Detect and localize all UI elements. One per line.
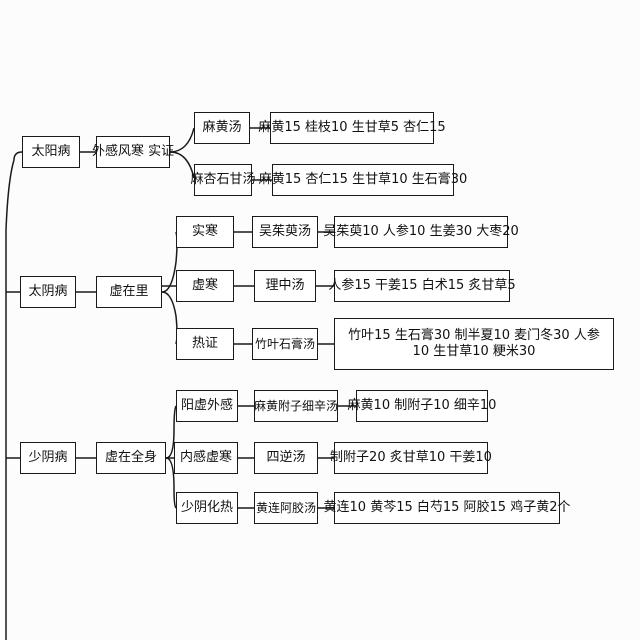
formula-box-wuzhuyu: 吴茱萸汤 <box>252 216 318 248</box>
taiyin-branch-1 <box>161 231 178 293</box>
pattern-box-rezheng: 热证 <box>176 328 234 360</box>
formula-box-lizhong: 理中汤 <box>254 270 316 302</box>
disease-box-shaoyin: 少阴病 <box>20 442 76 474</box>
trunk-line <box>5 159 15 640</box>
herbs-box-zhuyeshigao: 竹叶15 生石膏30 制半夏10 麦门冬30 人参10 生甘草10 粳米30 <box>334 318 614 370</box>
herbs-box-sini: 制附子20 炙甘草10 干姜10 <box>330 442 492 474</box>
shaoyin-branch-1 <box>165 405 177 459</box>
disease-box-taiyin: 太阴病 <box>20 276 76 308</box>
formula-box-huanglianejiao: 黄连阿胶汤 <box>254 492 318 524</box>
herbs-box-lizhong: 人参15 干姜15 白术15 炙甘草5 <box>328 270 516 302</box>
pattern-box-xuhan: 虚寒 <box>176 270 234 302</box>
pattern-box-yangxu-waigan: 阳虚外感 <box>176 390 238 422</box>
trunk-to-taiyang <box>13 151 23 161</box>
pattern-box-shihan: 实寒 <box>176 216 234 248</box>
herbs-box-mahuang: 麻黄15 桂枝10 生甘草5 杏仁15 <box>258 112 446 144</box>
category-box-taiyin: 虚在里 <box>96 276 162 308</box>
shaoyin-branch-3 <box>165 457 177 509</box>
formula-box-maxingshigan: 麻杏石甘汤 <box>191 164 256 196</box>
taiyang-branch-2 <box>169 151 195 179</box>
herbs-box-mahuangfuzixixin: 麻黄10 制附子10 细辛10 <box>348 390 496 422</box>
disease-box-taiyang: 太阳病 <box>22 136 80 168</box>
formula-box-mahuangfuzixixin: 麻黄附子细辛汤 <box>254 390 338 422</box>
pattern-box-neigan-xuhan: 内感虚寒 <box>174 442 238 474</box>
herbs-box-maxingshigan: 麻黄15 杏仁15 生甘草10 生石膏30 <box>259 164 467 196</box>
category-box-taiyang: 外感风寒 实证 <box>92 136 174 168</box>
formula-box-zhuyeshigao: 竹叶石膏汤 <box>252 328 318 360</box>
pattern-box-shaoyin-hua-re: 少阴化热 <box>176 492 238 524</box>
formula-box-mahuang: 麻黄汤 <box>194 112 250 144</box>
formula-box-sini: 四逆汤 <box>254 442 318 474</box>
taiyin-branch-3 <box>161 291 178 345</box>
herbs-box-wuzhuyu: 吴茱萸10 人参10 生姜30 大枣20 <box>323 216 519 248</box>
category-box-shaoyin: 虚在全身 <box>96 442 166 474</box>
herbs-box-huanglianejiao: 黄连10 黄芩15 白芍15 阿胶15 鸡子黄2个 <box>324 492 570 524</box>
